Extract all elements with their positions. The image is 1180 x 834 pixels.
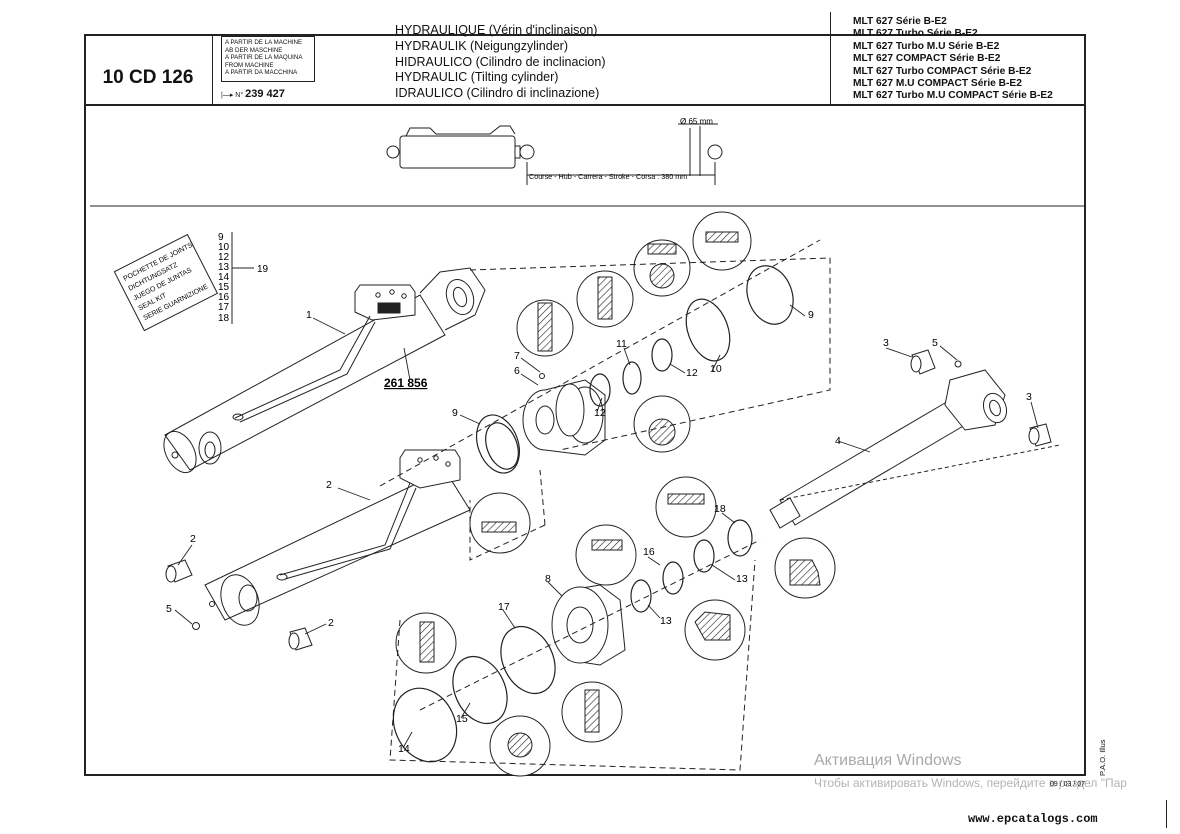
- callout-5: 5: [932, 337, 938, 349]
- piston: [551, 584, 626, 666]
- model-line: MLT 627 Turbo COMPACT Série B-E2: [853, 65, 1032, 77]
- callout-8: 8: [545, 573, 551, 585]
- page-code: 10 CD 126: [102, 67, 194, 88]
- seal-kit-list: 9 10 12 13 14 15 16 17 18 19: [218, 232, 269, 324]
- diameter-label: Ø 65 mm: [680, 117, 713, 126]
- callout-5: 5: [166, 603, 172, 615]
- piston-rod: [769, 369, 1061, 529]
- model-line: MLT 627 Turbo M.U COMPACT Série B-E2: [853, 90, 1053, 102]
- callout-17: 17: [498, 601, 510, 613]
- section-detail-circles: [395, 211, 836, 777]
- callout-16: 16: [643, 546, 655, 558]
- model-list: MLT 627 Série B-E2 MLT 627 Turbo Série B…: [853, 16, 1053, 103]
- seal-kit-ref: 19: [257, 264, 269, 275]
- cylinder-barrel-2: [204, 449, 471, 626]
- model-line: MLT 627 COMPACT Série B-E2: [853, 53, 1001, 65]
- callout-2: 2: [328, 617, 334, 629]
- from-machine-line: A PARTIR DE LA MACHINE: [225, 39, 303, 46]
- watermark-subtitle: Чтобы активировать Windows, перейдите в …: [814, 776, 1127, 790]
- callout-12: 12: [594, 407, 606, 419]
- header-divider: [830, 12, 831, 104]
- bushings: [165, 349, 1052, 651]
- illus-credit: P.A.O. Illus: [1098, 739, 1107, 776]
- seal-kit-item: 13: [218, 262, 230, 273]
- from-machine-line: A PARTIR DE LA MAQUINA: [225, 54, 303, 62]
- model-line: MLT 627 Turbo Série B-E2: [853, 28, 978, 40]
- seal-rings: [392, 265, 794, 763]
- callout-18: 18: [714, 503, 726, 515]
- serial-prefix: |—▸ N°: [221, 92, 244, 99]
- seal-kit-item: 18: [218, 313, 230, 324]
- title-line: HYDRAULIC (Tilting cylinder): [395, 70, 559, 85]
- leader-lines: [174, 304, 1039, 749]
- callout-2: 2: [190, 533, 196, 545]
- seal-kit-item: 17: [218, 302, 230, 313]
- serial-number: |—▸ N°239 427: [221, 88, 285, 100]
- callout-13: 13: [660, 615, 672, 627]
- seal-kit-item: 15: [218, 282, 230, 293]
- callout-4: 4: [835, 435, 841, 447]
- overview-cylinder: [386, 123, 723, 185]
- callout-3: 3: [883, 337, 889, 349]
- seal-kit-card: POCHETTE DE JOINTS DICHTUNGSATZ JUEGO DE…: [113, 233, 219, 332]
- callout-13: 13: [736, 573, 748, 585]
- callout-3: 3: [1026, 391, 1032, 403]
- callout-7: 7: [514, 350, 520, 362]
- title-line: HYDRAULIQUE (Vérin d'inclinaison): [395, 23, 598, 37]
- serial-value: 239 427: [245, 88, 285, 100]
- model-line: MLT 627 Turbo M.U Série B-E2: [853, 40, 1000, 52]
- seal-kit-item: 16: [218, 292, 230, 303]
- title-line: IDRAULICO (Cilindro di inclinazione): [395, 86, 600, 101]
- callout-10: 10: [710, 363, 722, 375]
- callout-numbers: 1 2 2 2 3 3 4 5 5 6 7 8 9 9 10 11 12 12 …: [166, 309, 1032, 755]
- callout-12: 12: [686, 367, 698, 379]
- model-line: MLT 627 Série B-E2: [853, 16, 947, 27]
- model-line: MLT 627 M.U COMPACT Série B-E2: [853, 78, 1022, 90]
- header-divider: [212, 34, 213, 104]
- stroke-label: Course - Hub - Carrera - Stroke - Corsa …: [529, 172, 687, 181]
- drawing-date: 09 / 03 / 07: [1050, 781, 1086, 788]
- group-outline: [379, 239, 831, 771]
- seal-kit-item: 12: [218, 252, 230, 263]
- edge-marker: [1166, 800, 1167, 828]
- website-link[interactable]: www.epcatalogs.com: [968, 812, 1098, 826]
- callout-1: 1: [306, 309, 312, 321]
- callout-2: 2: [326, 479, 332, 491]
- callout-9: 9: [452, 407, 458, 419]
- from-machine-line: A PARTIR DA MACCHINA: [225, 69, 298, 77]
- title-line: HIDRAULICO (Cilindro de inclinacion): [395, 54, 606, 69]
- callout-15: 15: [456, 713, 468, 725]
- seal-kit-item: 10: [218, 242, 230, 253]
- seal-kit-item: 14: [218, 272, 230, 283]
- callout-11: 11: [616, 338, 627, 350]
- title-block: HYDRAULIQUE (Vérin d'inclinaison) HYDRAU…: [395, 23, 606, 102]
- from-machine-line: FROM MACHINE: [225, 61, 274, 69]
- callout-9: 9: [808, 309, 814, 321]
- cylinder-head: [522, 379, 606, 456]
- header-separator: [84, 104, 1086, 106]
- title-line: HYDRAULIK (Neigungzylinder): [395, 38, 568, 53]
- drawing-frame: [84, 34, 1086, 776]
- callout-6: 6: [514, 365, 520, 377]
- from-machine-box: A PARTIR DE LA MACHINE AB DER MASCHINE A…: [221, 36, 315, 82]
- from-machine-line: AB DER MASCHINE: [225, 46, 283, 54]
- callout-14: 14: [398, 743, 410, 755]
- seal-kit-item: 9: [218, 232, 224, 243]
- part-reference: 261 856: [384, 376, 428, 390]
- watermark-title: Активация Windows: [814, 752, 962, 769]
- cylinder-barrel-1: [163, 267, 486, 474]
